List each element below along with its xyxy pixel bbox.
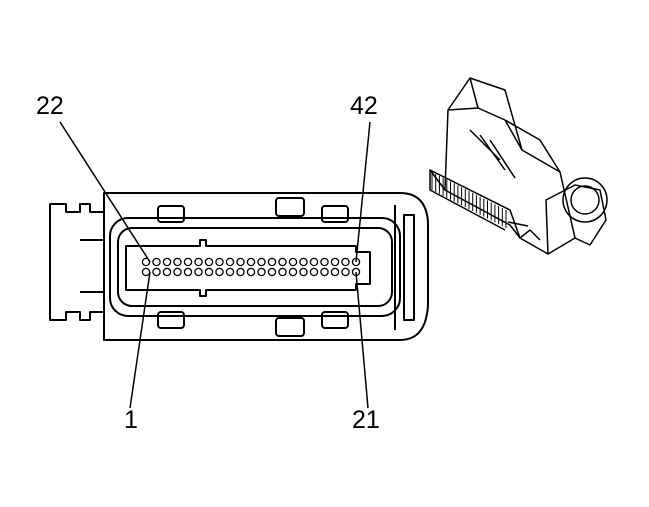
- pin-cavity: [246, 257, 256, 267]
- pin-cavity: [330, 267, 340, 277]
- pin-cavity: [309, 267, 319, 277]
- pin-cavity: [225, 257, 235, 267]
- pin-cavity: [341, 257, 350, 267]
- top-key-left: [157, 205, 185, 223]
- right-latch: [394, 205, 415, 330]
- pin-cavity: [320, 257, 329, 267]
- leader-line-1: [129, 271, 151, 409]
- pin-label-22: 22: [36, 92, 64, 120]
- pin-cavity: [257, 267, 266, 277]
- pin-cavity: [141, 267, 151, 277]
- pin-cavity-rail: [125, 239, 371, 297]
- pin-cavity: [162, 257, 172, 267]
- pin-cavity: [341, 267, 350, 277]
- pin-label-42: 42: [350, 92, 378, 120]
- top-key-right: [321, 205, 349, 223]
- connector-housing: [103, 192, 429, 341]
- iso-pin-strip: [431, 172, 507, 228]
- pin-cavity: [173, 267, 182, 277]
- leader-line-21: [355, 271, 369, 409]
- pin-cavity: [236, 267, 245, 277]
- pin-cavity: [183, 257, 193, 267]
- left-tab-pins: [80, 239, 104, 293]
- pin-cavity: [162, 267, 172, 277]
- top-key-center: [275, 197, 305, 217]
- pin-cavity: [152, 257, 161, 267]
- pin-cavity: [215, 267, 224, 277]
- pin-cavity: [299, 267, 308, 277]
- leader-line-22: [59, 121, 151, 263]
- pin-cavity: [204, 257, 214, 267]
- pin-cavity: [257, 257, 266, 267]
- pin-cavity: [309, 257, 319, 267]
- pin-cavity: [299, 257, 308, 267]
- pin-cavity: [152, 267, 161, 277]
- pin-cavity: [267, 257, 277, 267]
- pin-cavity: [278, 257, 287, 267]
- left-mounting-tab: [49, 200, 105, 325]
- connector-iso-view: [429, 77, 608, 255]
- pin-cavity: [194, 257, 203, 267]
- pin-cavity: [173, 257, 182, 267]
- connector-face-outer: [109, 217, 401, 317]
- pin-cavity: [288, 267, 298, 277]
- bottom-key-center: [275, 317, 305, 337]
- bottom-key-right: [321, 311, 349, 329]
- pin-cavity: [236, 257, 245, 267]
- pin-cavity: [330, 257, 340, 267]
- pin-label-1: 1: [124, 406, 138, 434]
- pin-cavity: [194, 267, 203, 277]
- pin-cavity: [225, 267, 235, 277]
- pin-cavity: [320, 267, 329, 277]
- bottom-key-left: [157, 311, 185, 329]
- pin-label-21: 21: [352, 406, 380, 434]
- pin-cavity: [278, 267, 287, 277]
- pin-cavity: [246, 267, 256, 277]
- connector-face-inner: [117, 227, 393, 307]
- pin-cavity: [204, 267, 214, 277]
- pin-cavity: [183, 267, 193, 277]
- pin-rows: [141, 257, 361, 277]
- pin-cavity: [215, 257, 224, 267]
- pin-cavity: [267, 267, 277, 277]
- pin-cavity: [288, 257, 298, 267]
- leader-line-42: [355, 121, 371, 263]
